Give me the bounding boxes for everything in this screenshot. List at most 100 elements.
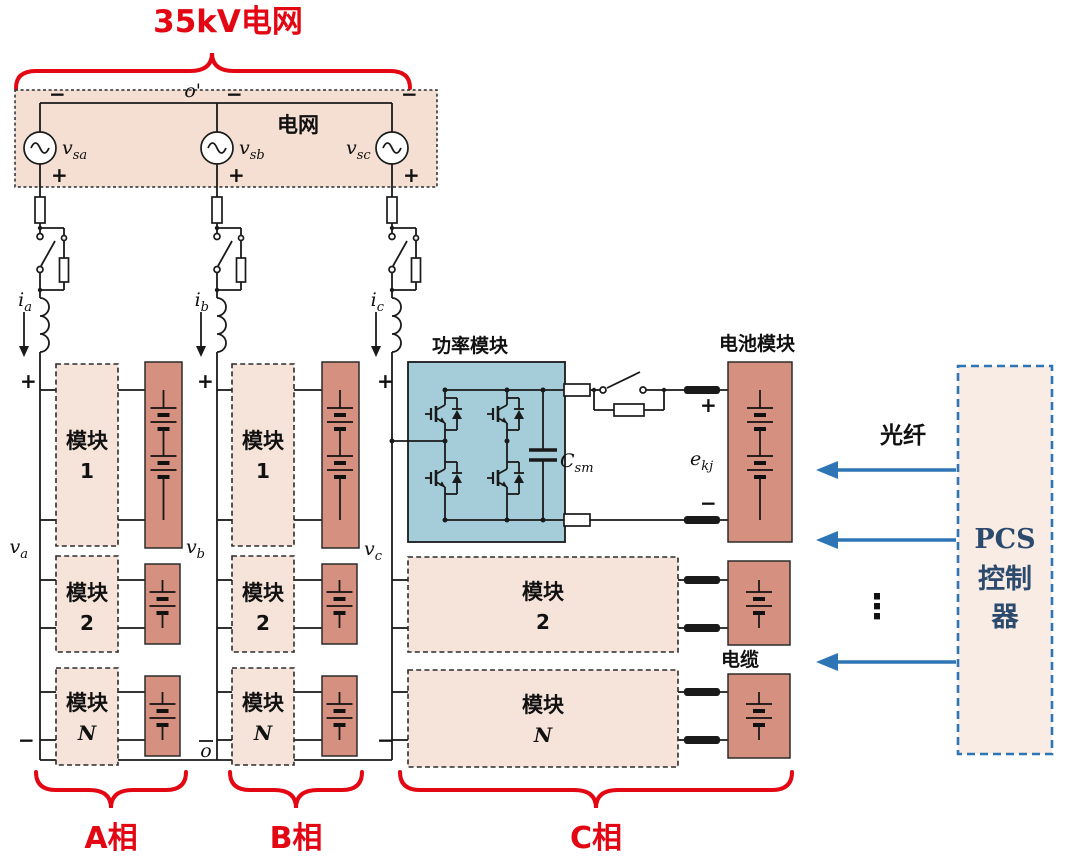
phase-a-plus: + [20, 369, 37, 393]
module-a1-box [55, 363, 119, 547]
module-an-box [55, 667, 119, 766]
phase-c-brace [398, 770, 794, 809]
voltage-c-label: vc [364, 538, 383, 564]
phase-a-brace [34, 770, 188, 809]
feeder-c [386, 163, 422, 353]
battery-switch [599, 386, 607, 394]
fiber-arrowhead-1 [816, 461, 838, 479]
module-a1-number: 1 [80, 459, 94, 483]
phase-a-minus: − [18, 728, 35, 752]
cable-bar-cn-bottom [684, 736, 720, 744]
feeder-a [34, 163, 70, 353]
phase-c-power-module: 功率模块 电池模块 Csm [389, 332, 796, 543]
vsb-plus: + [228, 163, 245, 187]
neutral-label: o [200, 740, 211, 762]
dc-fuse-top [563, 383, 591, 397]
current-c-label: ic [371, 289, 385, 315]
battery-a2-box [144, 563, 181, 645]
module-a1-label: 模块 [66, 429, 109, 453]
pcs-controller-box [956, 364, 1054, 756]
pcs-label-line1: PCS [974, 524, 1035, 555]
phase-b-plus: + [197, 369, 214, 393]
module-c2-box [407, 556, 679, 653]
vsa-plus: + [51, 163, 68, 187]
phase-c-plus: + [377, 369, 394, 393]
phase-a-modules: 模块 1 模块 2 模块 N [40, 361, 183, 766]
cable-bar-c2-top [684, 576, 720, 584]
module-a2-number: 2 [80, 611, 94, 635]
feeder-b [211, 163, 247, 353]
battery-module-title: 电池模块 [719, 332, 796, 355]
module-an-number: N [77, 721, 97, 745]
phase-b-label: B相 [270, 821, 323, 856]
module-a2-label: 模块 [66, 581, 109, 605]
module-cn-number: N [533, 723, 553, 747]
phase-a-label: A相 [84, 821, 137, 856]
feeder-section: ia ib ic [18, 163, 422, 357]
fiber-arrowhead-2 [816, 531, 838, 549]
module-an-label: 模块 [66, 691, 109, 715]
battery-bn-box [321, 675, 358, 757]
phase-c-modules: 模块 2 电缆 模块 N [392, 556, 791, 768]
module-b1-label: 模块 [242, 429, 285, 453]
voltage-b-label: vb [186, 536, 205, 562]
current-a-arrowhead [19, 346, 29, 357]
vsa-minus: − [49, 82, 66, 106]
phase-braces: A相 B相 C相 [34, 770, 794, 856]
module-b2-label: 模块 [242, 581, 285, 605]
vsc-minus: − [401, 82, 418, 106]
grid-brace [14, 52, 412, 90]
battery-c2-box [727, 560, 791, 646]
power-module-box [407, 361, 566, 543]
module-b2-number: 2 [256, 611, 270, 635]
dc-fuse-bottom [563, 513, 591, 527]
vsa-label: vsa [62, 137, 87, 163]
module-b1-number: 1 [256, 459, 270, 483]
cable-label: 电缆 [721, 648, 759, 671]
battery-an-box [144, 675, 181, 757]
module-b2-box [231, 555, 295, 653]
phase-b-modules: 模块 1 模块 2 模块 N [217, 361, 360, 766]
precharge-resistor [613, 403, 645, 417]
current-c-arrowhead [371, 346, 381, 357]
grid-section: 35kV电网 − − − + + + o' 电网 vsa vsb vsc [14, 4, 438, 188]
module-c2-label: 模块 [522, 580, 565, 604]
pcs-section: PCS 控制 器 光纤 ⋮ [816, 364, 1054, 756]
grid-box-label: 电网 [277, 113, 319, 137]
cap-label: Csm [560, 450, 594, 476]
voltage-a-label: va [10, 536, 29, 562]
module-bn-box [231, 667, 295, 766]
grid-title: 35kV电网 [153, 4, 303, 40]
module-a2-box [55, 555, 119, 653]
grid-node-label: o' [184, 80, 201, 102]
vsb-minus: − [226, 82, 243, 106]
cable-bar-cn-top [684, 688, 720, 696]
module-cn-label: 模块 [522, 693, 565, 717]
battery-b2-box [321, 563, 358, 645]
battery-plus: + [700, 393, 717, 417]
module-bn-number: N [253, 721, 273, 745]
battery-cn-box [727, 673, 791, 759]
battery-minus: − [700, 491, 717, 515]
pcs-label-line2: 控制 [978, 564, 1032, 595]
module-b1-box [231, 363, 295, 547]
current-b-label: ib [195, 289, 209, 315]
fiber-arrowhead-3 [816, 653, 838, 671]
current-a-label: ia [18, 289, 32, 315]
phase-c-minus: − [377, 728, 394, 752]
phase-b-brace [228, 770, 364, 809]
phase-c-label: C相 [570, 821, 622, 856]
vsc-label: vsc [346, 137, 371, 163]
vertical-ellipsis: ⋮ [860, 587, 894, 627]
power-module-title: 功率模块 [432, 334, 509, 357]
vsc-plus: + [403, 163, 420, 187]
current-b-arrowhead [196, 346, 206, 357]
module-bn-label: 模块 [242, 691, 285, 715]
vsb-label: vsb [239, 137, 265, 163]
battery-emf-label: ekj [690, 448, 713, 474]
cable-bar-c2-bottom [684, 624, 720, 632]
module-c2-number: 2 [536, 610, 550, 634]
pcs-label-line3: 器 [991, 602, 1020, 633]
dc-busbar-bottom [684, 516, 720, 524]
